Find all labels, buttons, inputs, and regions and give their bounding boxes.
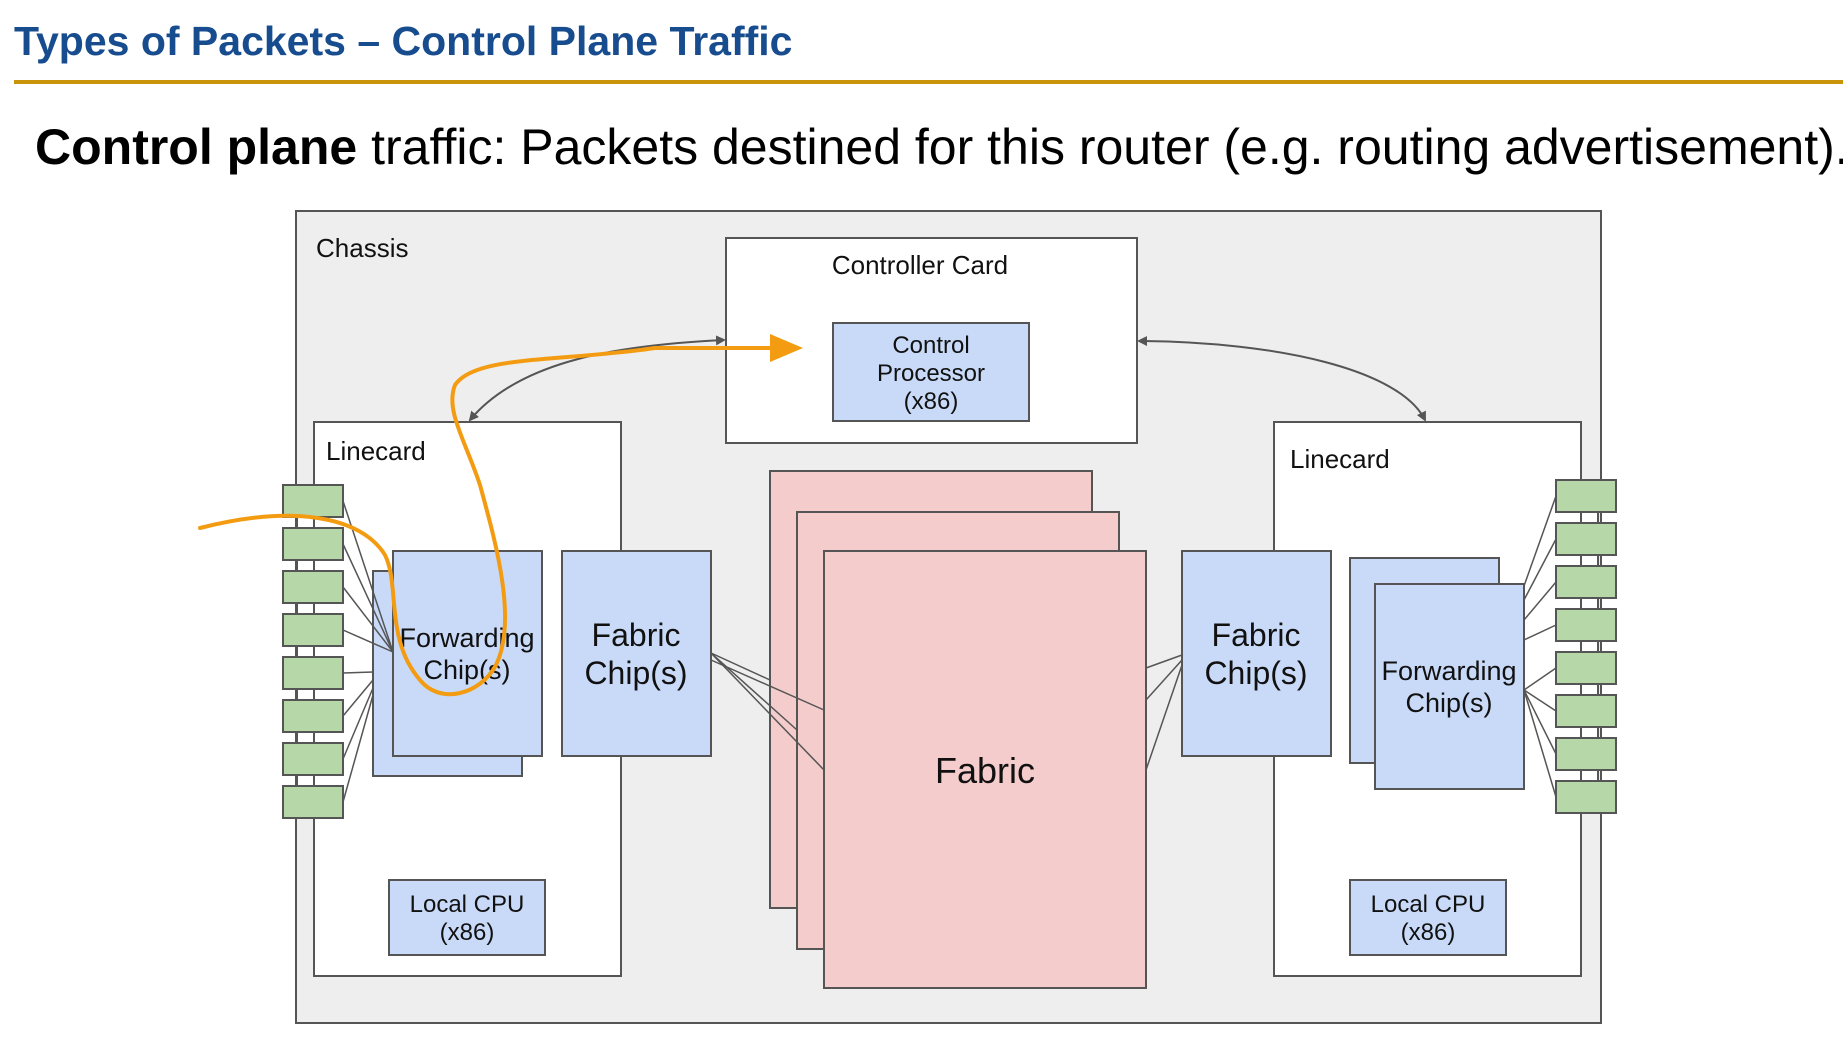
title-divider xyxy=(14,80,1843,84)
fabric-chip-left xyxy=(561,550,712,757)
linecard-left-label: Linecard xyxy=(326,436,426,466)
local-cpu-left xyxy=(388,879,546,956)
forwarding-chip-right-line1: Forwarding xyxy=(1381,656,1516,686)
control-processor-line2: Processor xyxy=(877,360,985,387)
link-linecard-right-controller xyxy=(1137,336,1426,422)
chassis-label: Chassis xyxy=(316,233,408,263)
fabric-chip-left-line2: Chip(s) xyxy=(584,655,687,691)
port[interactable] xyxy=(282,699,344,733)
forwarding-chip-left-line1: Forwarding xyxy=(399,623,534,653)
fabric-chip-right xyxy=(1181,550,1332,757)
port[interactable] xyxy=(282,570,344,604)
port[interactable] xyxy=(1555,694,1617,728)
port[interactable] xyxy=(1555,608,1617,642)
control-processor-line1: Control xyxy=(892,332,969,359)
port[interactable] xyxy=(282,484,344,518)
forwarding-chip-left xyxy=(392,550,543,757)
port[interactable] xyxy=(282,656,344,690)
fabric-chip-right-line1: Fabric xyxy=(1212,617,1301,653)
subtitle: Control plane traffic: Packets destined … xyxy=(35,118,1843,176)
port[interactable] xyxy=(1555,737,1617,771)
fabric-label: Fabric xyxy=(935,750,1035,791)
subtitle-bold: Control plane xyxy=(35,119,358,175)
fabric-wires-right xyxy=(1145,654,1183,771)
local-cpu-right xyxy=(1349,879,1507,956)
fabric-chip-right-line2: Chip(s) xyxy=(1204,655,1307,691)
fabric-wires-left xyxy=(710,652,825,771)
port[interactable] xyxy=(1555,565,1617,599)
packet-path-arrow xyxy=(198,346,780,697)
link-linecard-left-controller xyxy=(468,335,726,422)
control-processor xyxy=(832,322,1030,422)
local-cpu-left-line2: (x86) xyxy=(440,919,495,946)
page-title: Types of Packets – Control Plane Traffic xyxy=(14,18,793,64)
local-cpu-right-line1: Local CPU xyxy=(1371,891,1486,918)
fabric-layer-front xyxy=(823,550,1147,989)
forwarding-chip-right xyxy=(1374,583,1525,790)
port[interactable] xyxy=(1555,522,1617,556)
port[interactable] xyxy=(1555,479,1617,513)
control-processor-line3: (x86) xyxy=(904,388,959,415)
forwarding-chip-left-line2: Chip(s) xyxy=(423,655,510,685)
port[interactable] xyxy=(282,785,344,819)
forwarding-chip-right-line2: Chip(s) xyxy=(1405,688,1492,718)
port[interactable] xyxy=(282,613,344,647)
local-cpu-left-line1: Local CPU xyxy=(410,891,525,918)
port[interactable] xyxy=(1555,651,1617,685)
port[interactable] xyxy=(282,527,344,561)
controller-card-label: Controller Card xyxy=(832,250,1008,280)
fabric-chip-left-line1: Fabric xyxy=(592,617,681,653)
local-cpu-right-line2: (x86) xyxy=(1401,919,1456,946)
linecard-right-label: Linecard xyxy=(1290,444,1390,474)
ports-left xyxy=(282,484,344,819)
port[interactable] xyxy=(1555,780,1617,814)
subtitle-rest: traffic: Packets destined for this route… xyxy=(357,119,1843,175)
port[interactable] xyxy=(282,742,344,776)
packet-path-arrowhead xyxy=(770,334,803,362)
port-wires-right xyxy=(1523,495,1557,798)
